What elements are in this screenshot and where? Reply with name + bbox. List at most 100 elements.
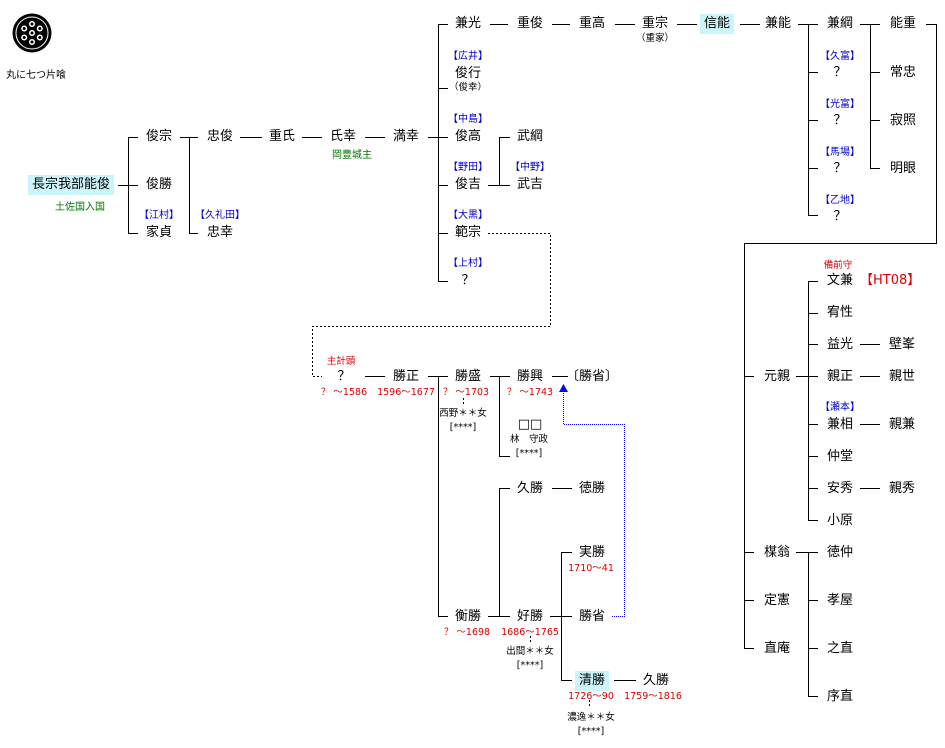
person-kanetsuna[interactable]: 兼綱 — [826, 16, 854, 31]
dates-hirakatsu: ？ ～1698 — [443, 627, 491, 638]
clan-semoto: 【瀬本】 — [820, 402, 860, 413]
person-katsumi[interactable]: 勝省 — [578, 609, 606, 624]
clan-kutomi: 【久富】 — [820, 51, 860, 62]
person-tadayuki[interactable]: 忠幸 — [206, 225, 234, 240]
person-katsuoki[interactable]: 勝興 — [516, 369, 544, 384]
person-shigetoshi[interactable]: 重俊 — [516, 16, 544, 31]
wife-note-kiyokatsu: [****] — [577, 726, 605, 737]
person-tokuchu[interactable]: 徳仲 — [826, 545, 854, 560]
person-hirakatsu[interactable]: 衡勝 — [454, 609, 482, 624]
person-unknown-baba[interactable]: ？ — [833, 161, 847, 176]
person-yusho[interactable]: 宥性 — [826, 305, 854, 320]
note2-hayashi: [****] — [515, 448, 543, 459]
person-norikatsu[interactable]: 徳勝 — [578, 481, 606, 496]
person-chikakane[interactable]: 親兼 — [888, 417, 916, 432]
person-hekiho[interactable]: 壁峯 — [888, 337, 916, 352]
person-jochoku[interactable]: 序直 — [826, 689, 854, 704]
alias-shigemune: （重家） — [635, 33, 675, 44]
dates-kiyokatsu: 1726～90 — [568, 691, 614, 702]
clan-emura: 【江村】 — [139, 210, 179, 221]
person-ohara[interactable]: 小原 — [826, 513, 854, 528]
person-katsumasa[interactable]: 勝正 — [392, 369, 420, 384]
title-bizen-no-kami: 備前守 — [823, 260, 853, 271]
dates-katsumori: ？ ～1703 — [442, 387, 490, 398]
person-ekiko[interactable]: 益光 — [826, 337, 854, 352]
dates-unknown-kazue: ？ ～1586 — [320, 387, 368, 398]
crest-label: 丸に七つ片喰 — [6, 70, 66, 81]
clan-nakajima: 【中島】 — [448, 114, 488, 125]
clan-hiroi: 【広井】 — [448, 51, 488, 62]
person-unknown-otsuchi[interactable]: ？ — [833, 209, 847, 224]
person-katsumi-ref[interactable]: 〔勝省〕 — [565, 369, 619, 384]
person-yoshishige[interactable]: 能重 — [889, 16, 917, 31]
person-sanekatsu[interactable]: 実勝 — [578, 545, 606, 560]
clan-kureda: 【久礼田】 — [195, 210, 245, 221]
note-hayashi: 林 守政 — [509, 434, 549, 445]
person-shigemune[interactable]: 重宗 — [641, 16, 669, 31]
person-kenso[interactable]: 兼相 — [826, 417, 854, 432]
person-nobutoshi-root[interactable]: 長宗我部能俊 — [27, 175, 115, 195]
wife-note-yoshikatsu: [****] — [516, 660, 544, 671]
dates-sanekatsu: 1710～41 — [568, 563, 614, 574]
person-chikayo[interactable]: 親世 — [888, 369, 916, 384]
person-toshiyuki[interactable]: 俊行 — [454, 66, 482, 81]
person-yasuhide[interactable]: 安秀 — [826, 481, 854, 496]
person-taketsuna[interactable]: 武綱 — [516, 129, 544, 144]
dates-katsumasa: 1596～1677 — [377, 387, 435, 398]
person-hayashi[interactable]: □□ — [517, 417, 543, 432]
tag-ht08[interactable]: 【HT08】 — [860, 273, 921, 288]
person-kaneyoshi[interactable]: 兼能 — [764, 16, 792, 31]
clan-baba: 【馬場】 — [820, 147, 860, 158]
title-kazue-no-kami: 主計頭 — [326, 356, 356, 367]
person-chudo[interactable]: 仲堂 — [826, 449, 854, 464]
person-shigeuji[interactable]: 重氏 — [268, 129, 296, 144]
person-toshikatsu[interactable]: 俊勝 — [145, 177, 173, 192]
person-kanemitsu[interactable]: 兼光 — [454, 16, 482, 31]
person-unknown-mitsutomi[interactable]: ？ — [833, 113, 847, 128]
person-bunken[interactable]: 文兼 — [826, 273, 854, 288]
person-koya[interactable]: 孝屋 — [826, 593, 854, 608]
person-katsumori[interactable]: 勝盛 — [454, 369, 482, 384]
person-takeyoshi[interactable]: 武吉 — [516, 177, 544, 192]
person-toshimune[interactable]: 俊宗 — [145, 129, 173, 144]
person-iesada[interactable]: 家貞 — [145, 225, 173, 240]
clan-noda: 【野田】 — [448, 162, 488, 173]
person-ujiyuki[interactable]: 氏幸 — [329, 129, 357, 144]
person-mitsuyuki[interactable]: 満幸 — [392, 129, 420, 144]
person-toshiyoshi[interactable]: 俊吉 — [454, 177, 482, 192]
person-shigetaka[interactable]: 重高 — [578, 16, 606, 31]
person-shichoku[interactable]: 之直 — [826, 641, 854, 656]
wife-yoshikatsu: 出間＊＊女 — [506, 646, 554, 657]
person-yoshikatsu[interactable]: 好勝 — [516, 609, 544, 624]
person-jouken[interactable]: 定憲 — [763, 593, 791, 608]
person-hisakatsu-2[interactable]: 久勝 — [642, 673, 670, 688]
person-kiyokatsu[interactable]: 清勝 — [574, 671, 610, 691]
person-toshitaka[interactable]: 俊高 — [454, 129, 482, 144]
person-chikahide[interactable]: 親秀 — [888, 481, 916, 496]
clan-oguro: 【大黒】 — [448, 210, 488, 221]
dates-yoshikatsu: 1686～1765 — [501, 627, 559, 638]
person-tadatoshi[interactable]: 忠俊 — [206, 129, 234, 144]
note-tosa-entry: 土佐国入国 — [55, 202, 105, 213]
wife-kiyokatsu: 濃逸＊＊女 — [567, 712, 615, 723]
person-unknown-kazue[interactable]: ？ — [337, 369, 351, 384]
person-tsunetada[interactable]: 常忠 — [889, 65, 917, 80]
dates-katsuoki: ？ ～1743 — [506, 387, 554, 398]
dates-hisakatsu-2: 1759～1816 — [624, 691, 682, 702]
wife-note-katsumori: [****] — [449, 422, 477, 433]
person-baiou[interactable]: 楳翁 — [763, 545, 791, 560]
person-motochika[interactable]: 元親 — [763, 369, 791, 384]
person-nobuyoshi[interactable]: 信能 — [699, 14, 735, 34]
person-jikian[interactable]: 直庵 — [763, 641, 791, 656]
person-chikamasa[interactable]: 親正 — [826, 369, 854, 384]
note-oko-castle-lord: 岡豊城主 — [332, 150, 372, 161]
person-norimune[interactable]: 範宗 — [454, 225, 482, 240]
family-crest-icon — [12, 13, 52, 53]
person-unknown-kamimura[interactable]: ？ — [461, 273, 475, 288]
person-myogen[interactable]: 明眼 — [889, 161, 917, 176]
person-jakusho[interactable]: 寂照 — [889, 113, 917, 128]
person-hisakatsu[interactable]: 久勝 — [516, 481, 544, 496]
alias-toshiyuki: （俊幸） — [448, 82, 488, 93]
person-unknown-kutomi[interactable]: ？ — [833, 65, 847, 80]
